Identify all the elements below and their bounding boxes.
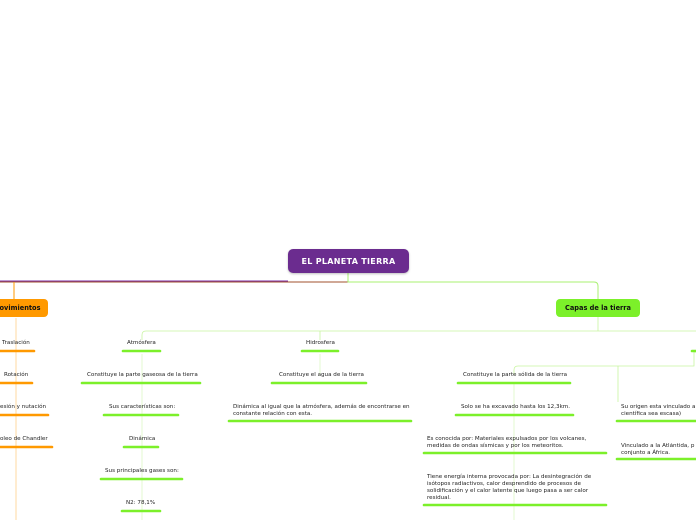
atmosfera-item-4[interactable]: Sus principales gases son: xyxy=(105,468,179,474)
connector-center-capas xyxy=(347,273,599,300)
geosfera-item-3[interactable]: Es conocida por: Materiales expulsados p… xyxy=(427,436,587,449)
atmosfera-item-3[interactable]: Dinámica xyxy=(129,436,156,442)
main-topic-capas[interactable]: Capas de la tierra xyxy=(556,299,640,317)
subtopic-atmosfera[interactable]: Atmósfera xyxy=(127,340,156,346)
geosfera-item-4[interactable]: Tiene energía interna provocada por: La … xyxy=(427,474,592,501)
center-node[interactable]: EL PLANETA TIERRA xyxy=(288,249,409,273)
main-topic-capas-label: Capas de la tierra xyxy=(564,304,631,312)
hidrosfera-item-2[interactable]: Dinámica al igual que la atmósfera, adem… xyxy=(233,404,410,417)
main-topic-movimientos-label: ovimientos xyxy=(0,304,41,312)
main-topic-movimientos[interactable]: ovimientos xyxy=(0,299,48,317)
subtopic-rotacion[interactable]: Rotación xyxy=(4,372,29,378)
atmosfera-item-2[interactable]: Sus características son: xyxy=(109,404,176,410)
subtopic-chandler[interactable]: oleo de Chandler xyxy=(0,436,48,442)
atmosfera-item-5[interactable]: N2: 78,1% xyxy=(126,500,156,506)
subtopic-precesion[interactable]: esión y nutación xyxy=(0,404,47,410)
geosfera-item-1[interactable]: Constituye la parte sólida de la tierra xyxy=(463,372,568,378)
geosfera-item-2[interactable]: Solo se ha excavado hasta los 12,3km. xyxy=(461,404,571,410)
subtopic-hidrosfera[interactable]: Hidrosfera xyxy=(306,340,335,346)
connector-capas-bus xyxy=(141,317,696,340)
hidrosfera-item-1[interactable]: Constituye el agua de la tierra xyxy=(279,372,364,378)
origen-item-2[interactable]: Vinculado a la Atlántida, p conjunto a Á… xyxy=(621,443,695,456)
connector-geosfera-bus xyxy=(513,351,696,402)
origen-item-1[interactable]: Su origen esta vinculado a científica se… xyxy=(621,404,696,417)
atmosfera-item-1[interactable]: Constituye la parte gaseosa de la tierra xyxy=(87,372,198,378)
subtopic-traslacion[interactable]: Traslación xyxy=(2,340,30,346)
